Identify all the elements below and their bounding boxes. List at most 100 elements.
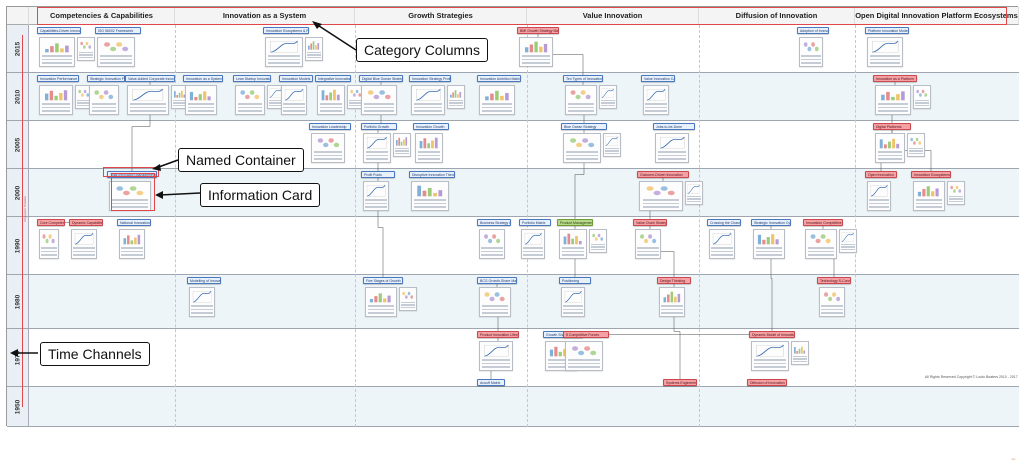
container-label[interactable]: Innovation as a Platform [873,75,917,82]
container-label[interactable]: Innovation Competitive Dynamics [803,219,843,226]
card-text-line [600,102,616,104]
card-text-line [547,359,575,361]
container-label[interactable]: Platform Innovation Model [865,27,909,34]
container-label[interactable]: Digital Blue Ocean Strategy [359,75,403,82]
container-label[interactable]: Value Chain Strategy [633,219,667,226]
container-label[interactable]: 5 Competitive Forces [563,331,609,338]
container-label[interactable]: Innovation Leadership [309,123,351,130]
container-label[interactable]: Innovation Models [279,75,313,82]
container-label[interactable]: National Innovation [117,219,151,226]
card-text-line [642,202,680,205]
container-label[interactable]: Digital Platforms [873,123,911,130]
container-label[interactable]: Modelling of Innovation [187,277,221,284]
card-text-line [754,366,786,368]
container-label[interactable]: Value Innovation Canvas [641,75,675,82]
container-label[interactable]: Strategic Innovation Framework [87,75,125,82]
container-label[interactable]: Crossing the Chasm [707,219,741,226]
card-thumbnail [393,133,411,157]
card-text-line [711,254,733,256]
card-thumbnail [913,85,931,109]
container-label[interactable]: Capabilities-Driven Innovation Managemen… [37,27,81,34]
card-text-line [521,55,551,57]
container-label[interactable]: Value-Added Corporate Innovation Managem… [125,75,175,82]
card-text-line [661,308,683,311]
card-text-line [121,254,143,256]
container-label[interactable]: Innovation Strategy Profiles [409,75,451,82]
card-thumbnail [563,133,601,163]
container-label[interactable]: Disruptive Innovation Theory [409,171,455,178]
container-label[interactable]: Open Innovation [865,171,897,178]
card-text-line [417,154,441,157]
card-text-line [547,366,575,368]
container-label[interactable]: Business Strategy Grid [477,219,511,226]
time-axis-highlight [22,35,23,407]
container-label[interactable]: Innovation Ecosystems & Processes [263,27,309,34]
card-text-line [840,243,856,246]
container-label[interactable]: ISO 56002 Framework [95,27,141,34]
container-label[interactable]: BCG Growth-Share Matrix [477,277,517,284]
card-text-line [711,247,733,249]
container-label[interactable]: Product Management [557,219,593,226]
container-label[interactable]: Product Innovation Lifecycle [477,331,519,338]
card-text-line [568,366,600,368]
card-text-line [42,55,72,57]
card-text-line [482,103,512,105]
card-text-line [91,106,117,109]
card-thumbnail [659,287,685,317]
card-text-line [821,312,843,314]
container-label[interactable]: Integrative Innovation [315,75,351,82]
card-text-line [566,158,598,160]
card-thumbnail [89,85,119,115]
card-text-line [191,305,213,307]
column-header: Diffusion of Innovation [699,7,855,25]
container-label[interactable]: Profit Pools [361,171,395,178]
card-text-line [41,254,57,256]
card-text-line [686,200,702,203]
container-label[interactable]: Systems Engineering [663,379,697,386]
container-label[interactable]: Diffusion of Innovation [747,379,787,386]
container-label[interactable]: Ten Types of Innovation [563,75,603,82]
container-label[interactable]: Innovation Ecosystems [911,171,951,178]
year-label: 2015 [14,41,22,56]
container-label[interactable]: Five Stages of Growth [363,277,403,284]
container-label[interactable]: Adoption of Innovation [797,27,829,34]
card-text-line [563,305,583,307]
container-label[interactable]: Design Thinking [657,277,691,284]
callout-information-card: Information Card [200,183,321,207]
container-label[interactable]: Portfolio Growth [361,123,397,130]
card-thumbnail [753,229,785,259]
container-label[interactable]: Innovation as a System [183,75,223,82]
container-label[interactable]: Innovation Performance Framework [37,75,79,82]
card-text-line [481,308,509,311]
card-text-line [41,247,57,249]
container-label[interactable]: BMI Growth Strategy Matrix [517,27,559,34]
year-label: 2005 [14,137,22,152]
container-label[interactable]: Blue Ocean Strategy [561,123,607,130]
container-label[interactable]: Lean Startup Innovation Model [233,75,271,82]
container-label[interactable]: Portfolio Matrix [519,219,551,226]
container-label[interactable]: Dynamic Model of Innovation [749,331,795,338]
card-text-line [661,305,683,307]
column-header: Innovation as a System [175,7,355,25]
container-label[interactable]: Outcome-Driven Innovation [637,171,689,178]
card-text-line [877,154,903,157]
card-text-line [915,206,943,208]
card-text-line [130,106,166,109]
container-label[interactable]: Positioning [559,277,591,284]
card-text-line [807,247,835,249]
container-label[interactable]: Core Competency [37,219,65,226]
card-text-line [877,151,903,153]
card-thumbnail [479,229,505,259]
container-label[interactable]: Ansoff Matrix [477,379,505,386]
year-cell: 1970 [7,329,29,386]
container-label[interactable]: Dynamic Capabilities [69,219,103,226]
card-text-line [600,99,616,102]
container-label[interactable]: Jobs-to-be-Done [653,123,695,130]
container-label[interactable]: Technology S-Curve [817,277,851,284]
card-text-line [755,254,783,256]
container-label[interactable]: Total Innovation Management [107,171,157,178]
container-label[interactable]: Innovation Growth [413,123,449,130]
container-label[interactable]: Strategic Innovation Cycle [751,219,791,226]
card-text-line [394,147,410,150]
container-label[interactable]: Innovation Ambition Matrix [477,75,521,82]
